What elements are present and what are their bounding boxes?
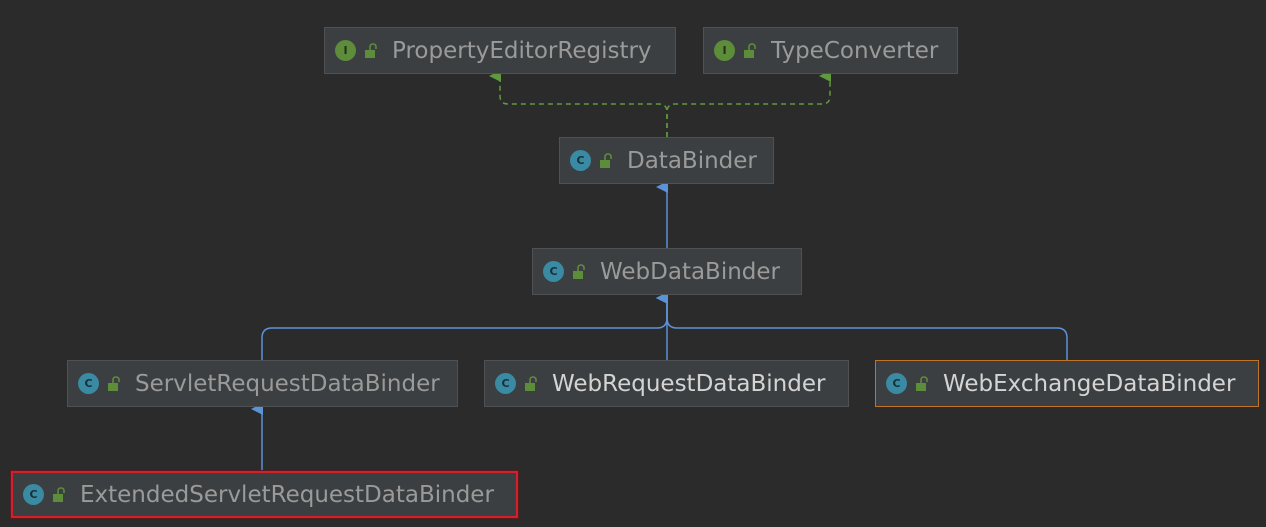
node-data-binder[interactable]: C DataBinder bbox=[559, 137, 774, 184]
edge-databinder-implements-propertyeditorregistry bbox=[489, 70, 668, 137]
class-icon: C bbox=[570, 150, 591, 171]
node-label: ExtendedServletRequestDataBinder bbox=[80, 481, 494, 508]
node-extended-servlet-request-data-binder[interactable]: C ExtendedServletRequestDataBinder bbox=[10, 470, 519, 519]
unlocked-public-icon bbox=[573, 263, 585, 279]
node-label: WebDataBinder bbox=[600, 258, 781, 285]
edge-servletrequestdatabinder-extends-webdatabinder bbox=[261, 292, 668, 360]
unlocked-public-icon bbox=[525, 375, 537, 391]
node-label: DataBinder bbox=[627, 147, 757, 174]
class-icon: C bbox=[78, 373, 99, 394]
class-icon: C bbox=[495, 373, 516, 394]
edge-databinder-implements-typeconverter bbox=[666, 70, 831, 137]
node-label: ServletRequestDataBinder bbox=[135, 370, 440, 397]
unlocked-public-icon bbox=[600, 152, 612, 168]
unlocked-public-icon bbox=[916, 375, 928, 391]
class-icon: C bbox=[543, 261, 564, 282]
unlocked-public-icon bbox=[744, 42, 756, 58]
node-label: TypeConverter bbox=[771, 37, 939, 64]
node-type-converter[interactable]: I TypeConverter bbox=[703, 27, 958, 74]
interface-icon: I bbox=[714, 40, 735, 61]
unlocked-public-icon bbox=[108, 375, 120, 391]
unlocked-public-icon bbox=[53, 486, 65, 502]
node-web-exchange-data-binder[interactable]: C WebExchangeDataBinder bbox=[875, 360, 1259, 407]
node-web-request-data-binder[interactable]: C WebRequestDataBinder bbox=[484, 360, 849, 407]
unlocked-public-icon bbox=[365, 42, 377, 58]
interface-icon: I bbox=[335, 40, 356, 61]
edge-webexchangedatabinder-extends-webdatabinder bbox=[656, 292, 1068, 360]
node-web-data-binder[interactable]: C WebDataBinder bbox=[532, 248, 802, 295]
node-label: WebExchangeDataBinder bbox=[943, 370, 1236, 397]
node-label: PropertyEditorRegistry bbox=[392, 37, 652, 64]
node-servlet-request-data-binder[interactable]: C ServletRequestDataBinder bbox=[67, 360, 458, 407]
node-property-editor-registry[interactable]: I PropertyEditorRegistry bbox=[324, 27, 676, 74]
node-label: WebRequestDataBinder bbox=[552, 370, 826, 397]
class-icon: C bbox=[886, 373, 907, 394]
class-icon: C bbox=[23, 484, 44, 505]
